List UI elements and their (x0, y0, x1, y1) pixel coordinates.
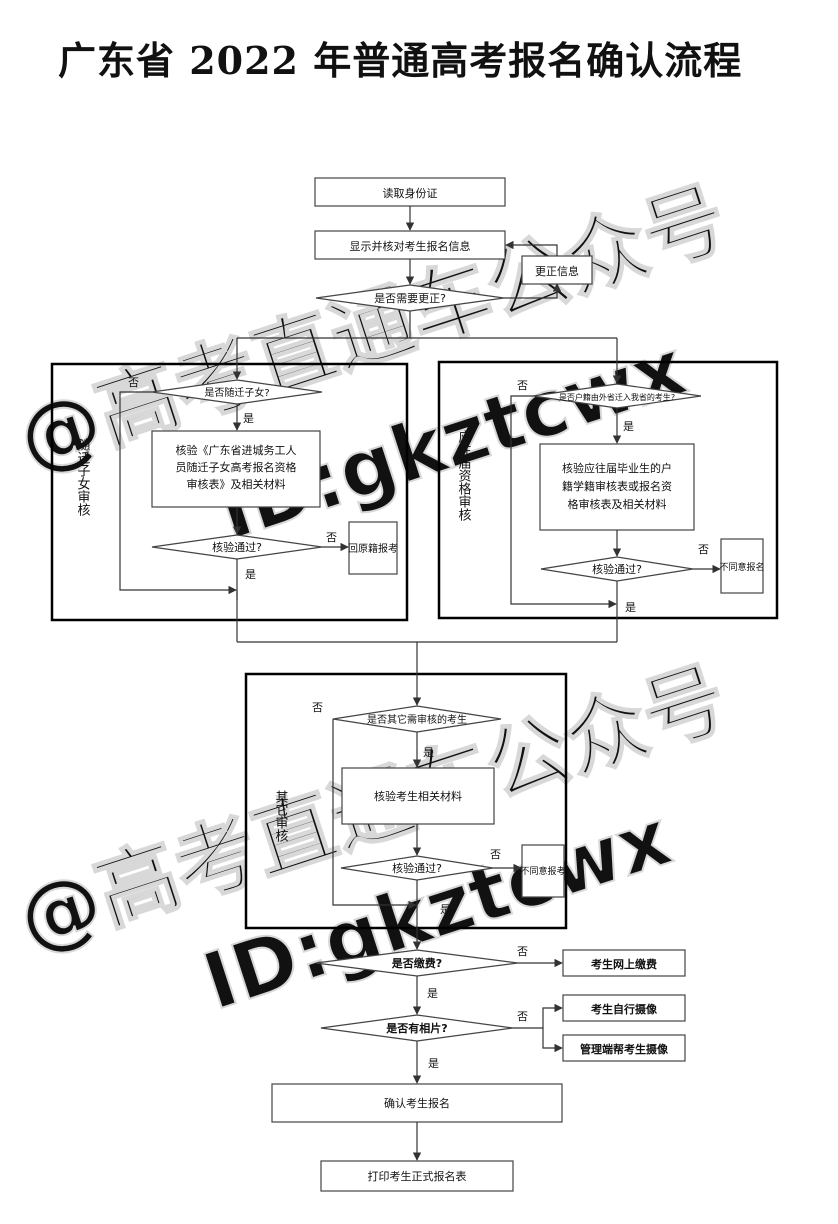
admin-photo-box (562, 1034, 686, 1062)
edge-correct-display (505, 240, 558, 256)
reject-other-text: 不同意报考 (520, 865, 565, 877)
has-photo-text: 是否有相片? (385, 1021, 447, 1035)
other-review-group (244, 672, 568, 930)
is-other-province-text: 是否户籍由外省迁入我省的考生? (559, 392, 675, 402)
verify-migrant-box (151, 430, 321, 508)
correct-info-box (521, 255, 593, 285)
verify-grad-line1: 核验应往届毕业生的户 (562, 461, 672, 475)
label-province-yes: 是 (623, 420, 634, 433)
label-photo-yes: 是 (428, 1057, 439, 1070)
group-label-grad-text: 应往届资格审核 (456, 429, 472, 521)
edge-photo-self (513, 1003, 563, 1029)
group-label-other-text: 其它审核 (273, 790, 289, 842)
grad-review-group (437, 360, 779, 620)
label-photo-no: 否 (517, 1010, 528, 1023)
page-title: 广东省 2022 年普通高考报名确认流程 (58, 38, 743, 83)
label-otherreview-yes: 是 (423, 746, 434, 759)
verify-grad-line3: 格审核表及相关材料 (568, 497, 667, 511)
reject-grad-box (720, 538, 764, 594)
edge-province-no (510, 395, 617, 609)
need-correct-text: 是否需要更正? (374, 292, 446, 305)
correct-info-text: 更正信息 (535, 264, 579, 278)
migrant-review-group (50, 362, 409, 622)
edge-needcorrect-correct (504, 283, 562, 299)
admin-photo-text: 管理端帮考生摄像 (580, 1042, 669, 1056)
verify-migrant-line2: 员随迁子女高考报名资格 (176, 460, 297, 474)
label-gradpass-no: 否 (698, 543, 709, 556)
label-migrantpass-yes: 是 (245, 568, 256, 581)
migrant-pass-text: 核验通过? (212, 540, 262, 554)
self-photo-box (562, 994, 686, 1022)
verify-other-text: 核验考生相关材料 (374, 789, 462, 803)
group-label-other: 其它审核 (273, 790, 289, 842)
display-verify-box (314, 230, 506, 260)
label-province-no: 否 (517, 379, 528, 392)
reject-other-box (521, 844, 565, 898)
display-verify-text: 显示并核对考生报名信息 (350, 239, 471, 253)
other-pass-text: 核验通过? (392, 861, 442, 875)
label-migrant-no: 否 (128, 376, 139, 389)
label-migrantpass-no: 否 (326, 531, 337, 544)
is-other-review-text: 是否其它需审核的考生 (367, 713, 467, 726)
read-id-text: 读取身份证 (383, 186, 438, 200)
label-paid-yes: 是 (427, 987, 438, 1000)
label-otherpass-yes: 是 (440, 903, 451, 916)
is-other-review-diamond (332, 705, 502, 733)
verify-other-box (341, 767, 495, 825)
label-otherpass-no: 否 (490, 848, 501, 861)
edge-photo-admin (542, 1028, 563, 1053)
is-other-province-diamond (532, 383, 702, 409)
group-label-grad: 应往届资格审核 (456, 429, 472, 521)
label-migrant-yes: 是 (243, 412, 254, 425)
is-migrant-diamond (151, 379, 323, 405)
read-id-box (314, 177, 506, 207)
group-label-migrant-text: 随迁子女审核 (75, 438, 91, 516)
pay-online-text: 考生网上缴费 (591, 957, 657, 971)
verify-migrant-line1: 核验《广东省进城务工人 (176, 443, 297, 457)
confirm-text: 确认考生报名 (384, 1096, 450, 1110)
return-home-box (348, 521, 398, 575)
grad-pass-text: 核验通过? (592, 562, 642, 576)
label-gradpass-yes: 是 (625, 601, 636, 614)
label-otherreview-no: 否 (312, 701, 323, 714)
print-form-text: 打印考生正式报名表 (368, 1169, 467, 1183)
return-home-text: 回原籍报考 (348, 542, 398, 555)
edge-otherreview-no (332, 719, 417, 910)
self-photo-text: 考生自行摄像 (591, 1002, 658, 1016)
pay-online-box (562, 949, 686, 977)
verify-migrant-line3: 审核表》及相关材料 (187, 477, 286, 491)
label-paid-no: 否 (517, 945, 528, 958)
is-migrant-text: 是否随迁子女? (204, 386, 269, 399)
verify-grad-line2: 籍学籍审核表或报名资 (562, 479, 672, 493)
group-label-migrant: 随迁子女审核 (75, 438, 91, 516)
print-form-box (320, 1160, 514, 1192)
confirm-box (271, 1083, 563, 1123)
edge-migrant-no (119, 391, 237, 595)
is-paid-text: 是否缴费? (391, 956, 442, 970)
reject-grad-text: 不同意报名 (719, 561, 764, 573)
